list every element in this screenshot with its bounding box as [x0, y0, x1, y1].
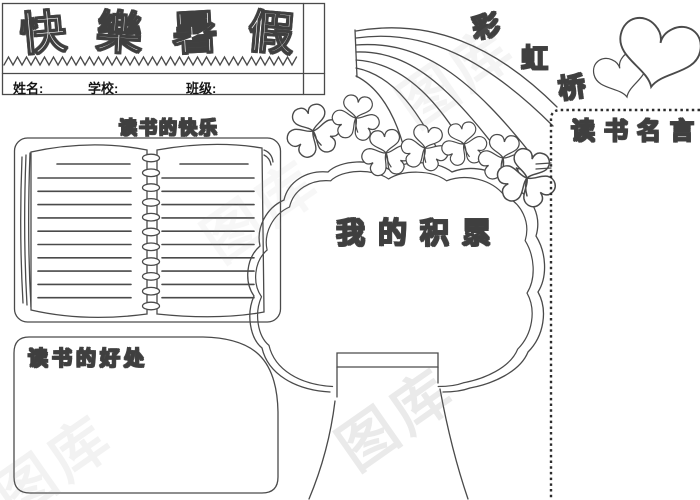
clover-stem	[535, 162, 552, 170]
notebook-icon	[13, 137, 282, 323]
notebook-cover	[13, 137, 282, 323]
page-title-char: 樂	[94, 5, 144, 61]
ruled-lines-left	[37, 163, 132, 299]
rainbow-bridge-title-char: 虹	[520, 43, 548, 74]
reading-benefits-title: 读书的好处	[27, 347, 148, 370]
benefits-box	[13, 336, 279, 494]
rainbow-bridge-title-char: 桥	[556, 71, 588, 106]
page-title-char: 快	[17, 4, 69, 61]
page-title-char: 假	[245, 4, 297, 61]
banner-box	[1, 2, 326, 96]
reading-joy-title: 读书的快乐	[118, 117, 219, 138]
page-title: 快 樂 暑 假	[17, 4, 297, 62]
clover-row	[277, 92, 566, 215]
my-accumulation-title: 我的积累	[335, 217, 505, 250]
reading-quotes-title: 读书名言	[570, 117, 700, 145]
tree-icon	[247, 161, 546, 500]
spiral-binding	[141, 153, 161, 311]
class-field-label: 班级:	[186, 81, 217, 96]
trunk-left	[308, 400, 336, 500]
zigzag-divider	[3, 55, 298, 67]
page-stack-right	[263, 149, 274, 166]
page-stack-left	[19, 152, 32, 308]
trunk-collar	[336, 352, 439, 368]
hearts	[590, 13, 700, 105]
ruled-lines-right	[161, 163, 255, 299]
quotes-panel-border	[549, 108, 700, 500]
trunk-right	[439, 388, 469, 500]
page-title-char: 暑	[170, 5, 220, 61]
tree-canopy-outer	[247, 161, 546, 393]
name-field-label: 姓名:	[13, 81, 44, 96]
school-field-label: 学校:	[88, 81, 119, 96]
tree-canopy-inner	[255, 170, 534, 388]
